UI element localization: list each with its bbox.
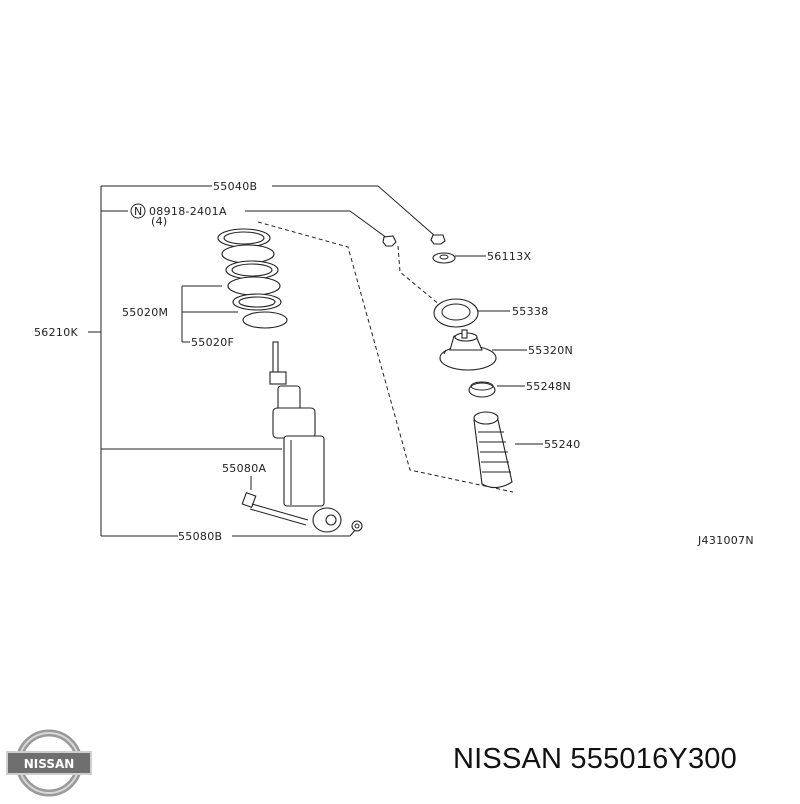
part-number-caption: NISSAN 555016Y300	[453, 743, 737, 775]
label-55338: 55338	[512, 305, 549, 318]
circle-n-symbol: N	[130, 203, 146, 219]
dust-boot	[473, 411, 513, 489]
assembly-bracket	[88, 185, 282, 537]
label-55240: 55240	[544, 438, 581, 451]
bolt	[241, 491, 309, 526]
label-08918-qty: (4)	[151, 215, 167, 228]
nissan-logo: NISSAN	[6, 729, 92, 797]
upper-nuts	[382, 234, 446, 247]
label-55020f: 55020F	[191, 336, 234, 349]
nut	[351, 520, 363, 532]
label-56113x: 56113X	[487, 250, 531, 263]
label-55040b: 55040B	[213, 180, 257, 193]
leader-lines	[181, 185, 543, 537]
label-55320n: 55320N	[528, 344, 573, 357]
svg-text:NISSAN: NISSAN	[24, 757, 75, 771]
label-55248n: 55248N	[526, 380, 571, 393]
label-55080a: 55080A	[222, 462, 266, 475]
strut-mount	[439, 329, 497, 371]
washer	[432, 252, 456, 264]
diagram-reference-code: J431007N	[697, 534, 754, 547]
shock-absorber	[269, 341, 342, 533]
label-55080b: 55080B	[178, 530, 222, 543]
label-55020m: 55020M	[122, 306, 168, 319]
label-08918-2401a: 08918-2401A	[149, 205, 227, 218]
upper-mount-group-outline	[257, 221, 514, 493]
coil-spring	[217, 228, 288, 329]
bound-bumper	[468, 381, 496, 398]
circle-n-letter: N	[134, 205, 143, 218]
insulator	[433, 298, 479, 328]
label-56210k: 56210K	[34, 326, 78, 339]
